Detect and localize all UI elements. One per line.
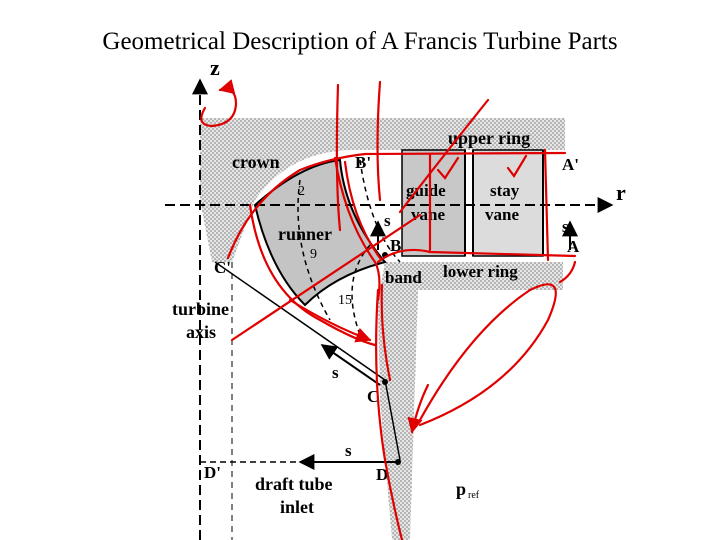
label-pref-sub: ref (468, 490, 480, 501)
dashed-streamline-1 (359, 159, 401, 263)
red-vertical-stroke-2 (376, 80, 382, 202)
red-draft-curve (375, 288, 404, 540)
red-runner-arrow (288, 298, 372, 343)
label-stay: stay (490, 181, 520, 200)
red-diag-stroke (398, 98, 490, 214)
red-inner-curve (333, 156, 381, 302)
red-check-2 (506, 154, 528, 178)
label-point-d: D (376, 465, 388, 484)
draft-tube-wall (214, 261, 386, 381)
label-s-draft: s (345, 441, 352, 460)
runner-blade (253, 158, 387, 307)
red-stay-vertical (543, 148, 550, 262)
label-stay-vane: vane (485, 205, 519, 224)
red-diag-line (230, 213, 422, 342)
crown-wall (200, 118, 565, 262)
label-guide: guide (406, 181, 446, 200)
label-crown: crown (232, 152, 280, 172)
dashed-streamline-2 (297, 179, 331, 321)
red-crown-curve (226, 151, 567, 260)
stay-vane-region (472, 149, 544, 257)
label-inlet: inlet (280, 497, 314, 517)
red-check-1 (436, 156, 460, 180)
guide-vane-region (401, 149, 466, 257)
label-z: z (210, 55, 220, 80)
s-arrow-diag (320, 344, 381, 386)
label-lower-ring: lower ring (443, 262, 518, 281)
red-lower-hook (558, 260, 577, 284)
red-draft-curve-2 (380, 283, 392, 382)
point-d (395, 459, 401, 465)
red-arrow-stroke (407, 383, 430, 434)
label-point-a: A (567, 237, 580, 256)
red-annotations (200, 79, 577, 540)
label-point-d-prime: D' (204, 463, 221, 482)
label-num-15: 15 (338, 293, 352, 308)
label-point-a-prime: A' (562, 155, 579, 174)
label-num-9: 9 (310, 247, 317, 262)
page-title: Geometrical Description of A Francis Tur… (102, 28, 618, 55)
red-rotation-scribble (200, 79, 238, 128)
label-r: r (616, 180, 626, 205)
label-s-diag: s (332, 363, 339, 382)
label-pref: p (456, 479, 466, 499)
label-point-b: B (390, 236, 401, 255)
label-point-b-prime: B' (355, 153, 371, 172)
label-turbine: turbine (172, 299, 229, 319)
red-loop (418, 283, 557, 427)
label-upper-ring: upper ring (448, 128, 530, 148)
label-s-a: s (562, 217, 569, 236)
label-num-2: 2 (298, 184, 305, 199)
red-inner-curve-2 (343, 160, 382, 260)
red-lower-band (376, 248, 577, 264)
label-draft-tube: draft tube (255, 474, 333, 494)
lower-ring-hatch (385, 262, 563, 290)
red-vertical-stroke (335, 83, 342, 232)
draft-tube-edge (384, 379, 401, 461)
label-band: band (385, 268, 422, 287)
label-point-c: C (367, 387, 379, 406)
label-axis: axis (186, 322, 216, 342)
label-s-b: s (384, 211, 391, 230)
label-guide-vane: vane (411, 205, 445, 224)
point-c (382, 379, 388, 385)
label-runner: runner (278, 224, 332, 244)
label-point-c-prime: C' (214, 258, 231, 277)
